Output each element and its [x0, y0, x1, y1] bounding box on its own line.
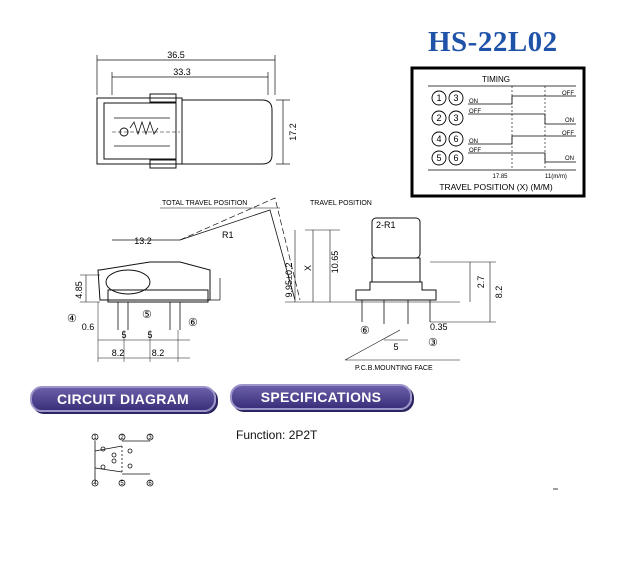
timing-title: TIMING	[482, 75, 510, 84]
dim-body-width: 33.3	[173, 67, 191, 77]
label-pcb-face: P.C.B.MOUNTING FACE	[355, 365, 433, 372]
timing-state-start: ON	[469, 139, 478, 145]
timing-pin: 6	[453, 153, 458, 163]
timing-pin: 6	[453, 134, 458, 144]
timing-state-end: ON	[565, 156, 574, 162]
timing-pin: 1	[436, 93, 441, 103]
circuit-diagram	[91, 433, 154, 487]
model-title: HS-22L02	[428, 26, 558, 58]
timing-pin: 3	[453, 93, 458, 103]
circuit-pin: 4	[93, 481, 97, 487]
circuit-diagram-header: CIRCUIT DIAGRAM	[30, 386, 216, 412]
front-view	[80, 197, 340, 362]
dim-radius-1: R1	[222, 230, 234, 240]
label-total-travel: TOTAL TRAVEL POSITION	[162, 200, 247, 207]
dim-side-5: 5	[393, 342, 398, 352]
dim-side-8-2: 8.2	[494, 286, 504, 299]
dim-total-height: 10.65	[330, 251, 340, 274]
dim-pin-height: 4.85	[74, 281, 84, 299]
dim-x: X	[303, 265, 313, 271]
timing-pin: 2	[436, 113, 441, 123]
dim-radius-2: 2-R1	[376, 220, 396, 230]
timing-pin: 3	[453, 113, 458, 123]
label-travel: TRAVEL POSITION	[310, 200, 372, 207]
timing-state-start: OFF	[469, 109, 481, 115]
dim-pitch-small-2: 5	[147, 330, 152, 340]
dim-pitch-large-1: 8.2	[112, 348, 125, 358]
specifications-header: SPECIFICATIONS	[230, 384, 412, 410]
dim-pin-width: 0.6	[82, 322, 95, 332]
dim-overall-width: 36.5	[167, 50, 185, 60]
side-view	[340, 217, 496, 361]
timing-box	[410, 66, 586, 198]
timing-axis-label: TRAVEL POSITION (X) (M/M)	[439, 182, 553, 192]
timing-pin: 5	[436, 153, 441, 163]
circuit-pin: 3	[148, 435, 152, 441]
timing-state-start: ON	[469, 99, 478, 105]
timing-pin: 4	[436, 134, 441, 144]
top-view	[96, 55, 290, 169]
dim-height: 17.2	[288, 123, 298, 141]
dim-pitch-large-2: 8.2	[152, 348, 165, 358]
circuit-pin: 6	[148, 481, 152, 487]
timing-state-end: OFF	[562, 91, 574, 97]
dim-side-2-7: 2.7	[476, 276, 486, 289]
pin-marker-6: ⑥	[188, 317, 198, 329]
timing-state-end: OFF	[562, 131, 574, 137]
timing-state-end: ON	[565, 118, 574, 124]
function-spec: Function: 2P2T	[236, 428, 318, 442]
pin-marker-3: ③	[428, 337, 438, 349]
pin-marker-5: ⑤	[142, 309, 152, 321]
timing-tick-2: 11(m/m)	[545, 174, 567, 180]
pin-marker-4: ④	[67, 313, 77, 325]
dim-side-0-35: 0.35	[430, 322, 448, 332]
circuit-pin: 5	[120, 481, 124, 487]
pin-marker-6b: ⑥	[360, 325, 370, 337]
timing-tick-1: 17.85	[492, 174, 508, 180]
dim-travel-height: 9.95±0.2	[284, 263, 294, 298]
dim-actuator-offset: 13.2	[134, 236, 152, 246]
circuit-pin: 1	[93, 435, 97, 441]
timing-state-start: OFF	[469, 148, 481, 154]
dim-pitch-small-1: 5	[121, 330, 126, 340]
circuit-pin: 2	[120, 435, 124, 441]
